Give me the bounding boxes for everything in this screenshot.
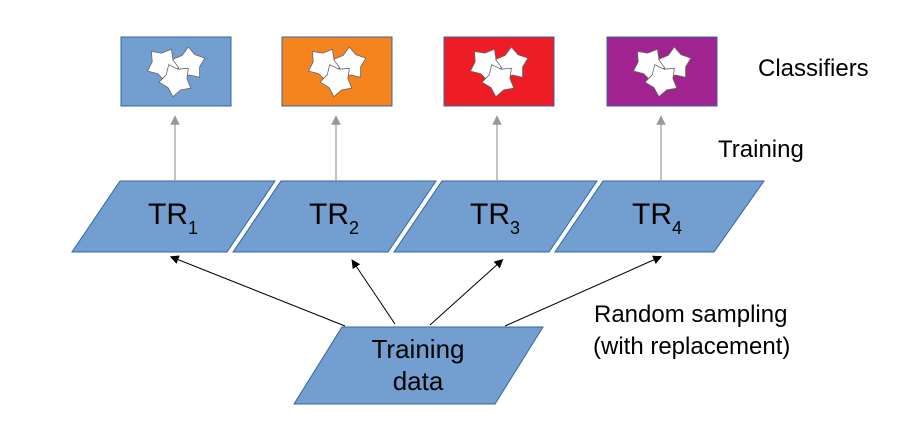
sampling-arrow-2 xyxy=(351,259,396,325)
classifier-box-3 xyxy=(443,36,555,107)
classifiers-label: Classifiers xyxy=(758,55,869,82)
subset-label-4: TR xyxy=(632,198,672,231)
sampling-arrow-1 xyxy=(169,255,346,327)
subset-subscript-1: 1 xyxy=(188,218,198,238)
puzzle-piece-icon xyxy=(481,64,515,98)
classifier-box-2 xyxy=(281,36,393,107)
training-data-line1: Training xyxy=(372,334,465,364)
training-data-line2: data xyxy=(393,366,444,396)
subset-label-1: TR xyxy=(148,198,188,231)
training-subset-3: TR3 xyxy=(393,180,598,253)
puzzle-piece-icon xyxy=(644,64,678,98)
sampling-arrow-3 xyxy=(429,258,504,326)
training-subset-4: TR4 xyxy=(554,180,765,253)
subset-subscript-3: 3 xyxy=(510,218,520,238)
training-subset-2: TR2 xyxy=(232,180,437,253)
subset-subscript-2: 2 xyxy=(349,218,359,238)
subset-subscript-4: 4 xyxy=(672,218,682,238)
classifier-box-4 xyxy=(606,36,718,107)
puzzle-piece-icon xyxy=(158,64,192,98)
svg-text:TR2: TR2 xyxy=(309,198,359,238)
training-subset-1: TR1 xyxy=(71,180,276,253)
sampling-arrow-4 xyxy=(504,255,663,327)
random-sampling-label: Random sampling xyxy=(594,301,787,328)
subset-label-2: TR xyxy=(309,198,349,231)
svg-text:TR4: TR4 xyxy=(632,198,682,238)
training-data-shape: Training data xyxy=(293,326,544,405)
svg-text:TR1: TR1 xyxy=(148,198,198,238)
training-label: Training xyxy=(718,136,804,163)
subset-label-3: TR xyxy=(470,198,510,231)
classifier-box-1 xyxy=(120,36,232,107)
svg-text:TR3: TR3 xyxy=(470,198,520,238)
puzzle-piece-icon xyxy=(319,64,353,98)
with-replacement-label: (with replacement) xyxy=(593,333,790,360)
